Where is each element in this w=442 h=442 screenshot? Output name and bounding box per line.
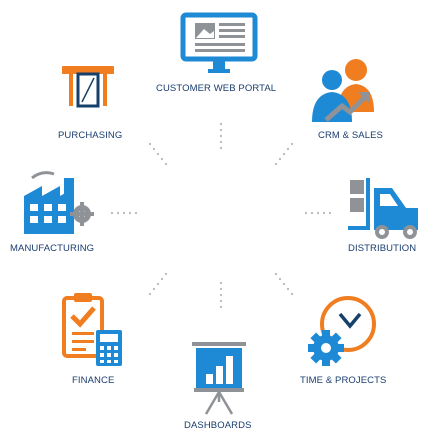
- clock-gear-icon: [308, 296, 376, 366]
- people-growth-icon: [312, 59, 374, 122]
- node-label: DISTRIBUTION: [348, 243, 417, 254]
- node-label: PURCHASING: [58, 130, 123, 141]
- monitor-icon: [180, 12, 258, 73]
- node-label: CUSTOMER WEB PORTAL: [156, 83, 277, 94]
- node-label: DASHBOARDS: [184, 420, 252, 431]
- cash-drawer-icon: [62, 66, 114, 108]
- node-label: FINANCE: [72, 375, 115, 386]
- forklift-icon: [348, 178, 418, 239]
- node-label: TIME & PROJECTS: [300, 375, 387, 386]
- factory-icon: [24, 171, 94, 234]
- node-label: CRM & SALES: [318, 130, 383, 141]
- node-label: MANUFACTURING: [10, 243, 95, 254]
- presentation-board-icon: [192, 342, 246, 415]
- clipboard-calculator-icon: [62, 293, 122, 366]
